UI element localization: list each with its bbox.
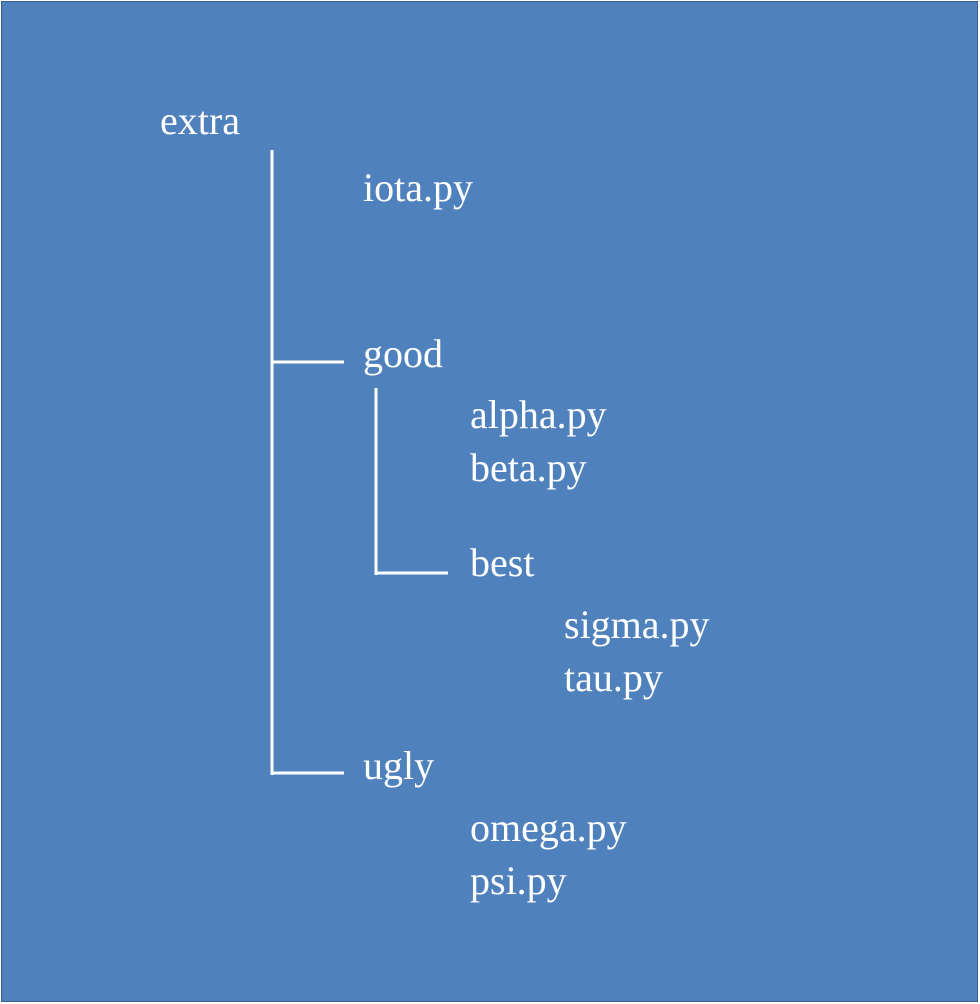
folder-good: good <box>363 331 443 376</box>
file-alpha: alpha.py <box>470 392 607 437</box>
file-sigma: sigma.py <box>564 602 710 647</box>
file-psi: psi.py <box>470 858 567 903</box>
file-beta: beta.py <box>470 445 587 490</box>
file-omega: omega.py <box>470 805 627 850</box>
file-tau: tau.py <box>564 655 663 700</box>
folder-ugly: ugly <box>363 743 435 788</box>
folder-extra: extra <box>160 98 240 143</box>
file-iota: iota.py <box>363 165 473 210</box>
folder-best: best <box>470 540 535 585</box>
